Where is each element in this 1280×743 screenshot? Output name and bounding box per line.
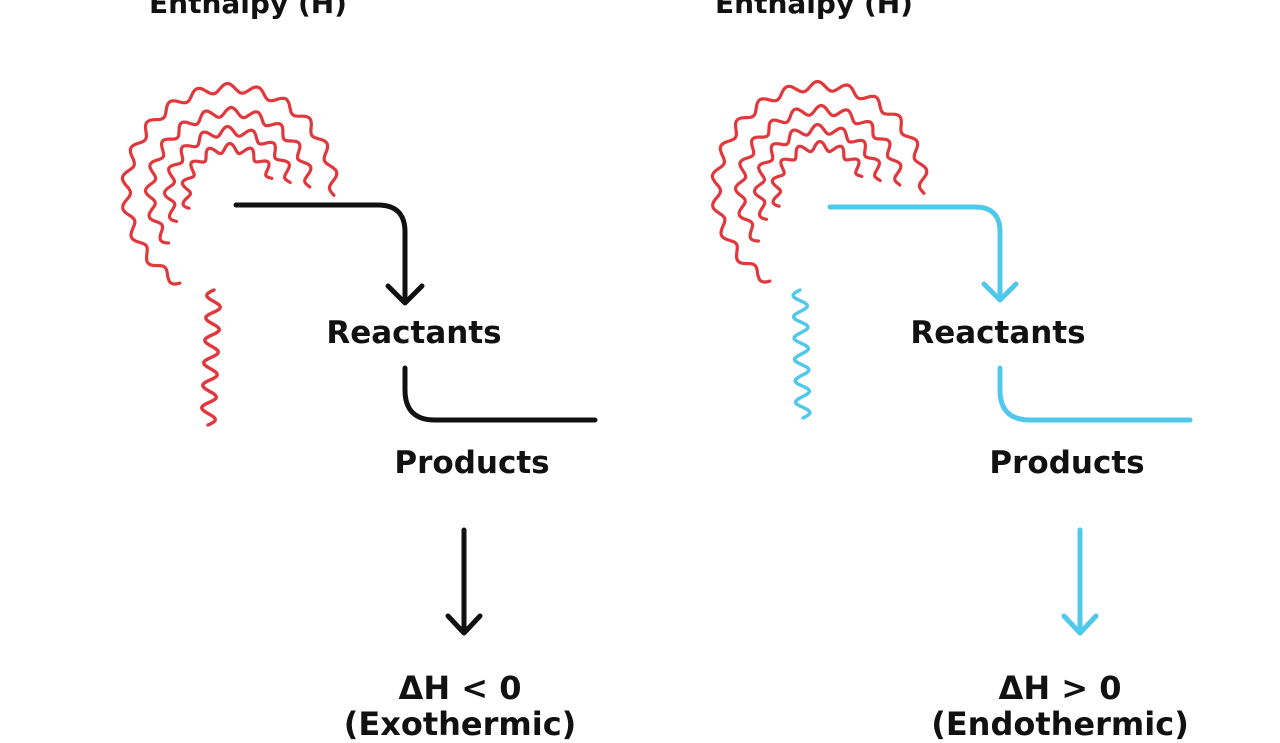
heat-wave-arc [162,125,292,223]
heat-wave-arc [710,80,929,284]
products-label: Products [394,445,550,481]
exothermic-diagram [120,82,598,636]
heat-wave-arc [770,139,864,208]
reactants-label: Reactants [910,315,1086,351]
heat-spiral-icon [710,80,929,284]
delta-arrowhead [445,613,483,636]
endothermic-diagram [710,80,1193,636]
reactant-arrow [827,204,1003,301]
endothermic-panel: Enthalpy (H) Reactants Products ΔH > 0 (… [640,0,1280,740]
reactant-arrow [233,202,408,303]
products-label: Products [989,445,1145,481]
reactant-arrowhead [385,283,425,306]
reactant-arrowhead [981,281,1019,303]
heat-wave-arc [752,123,882,221]
product-connector [402,365,598,423]
delta-h-label: ΔH < 0 [398,669,522,707]
delta-h-label: ΔH > 0 [998,669,1122,707]
heat-wave-tail [791,288,812,420]
heat-wave-arc [733,103,903,243]
heat-wave-arc [120,82,339,286]
heat-spiral-icon [120,82,339,286]
heat-wave-tail-icon [791,288,812,420]
reaction-type-caption: (Endothermic) [931,705,1189,743]
exothermic-panel: Enthalpy (H) Reactants Products ΔH < 0 (… [0,0,640,740]
reactants-label: Reactants [326,315,502,351]
enthalpy-axis-title: Enthalpy (H) [715,0,913,20]
heat-wave-arc [143,105,313,245]
product-connector [997,365,1193,423]
heat-wave-tail-icon [200,288,222,427]
reaction-type-caption: (Exothermic) [343,705,577,743]
heat-wave-tail [200,288,222,427]
delta-arrowhead [1061,613,1099,636]
heat-wave-arc [180,141,274,210]
enthalpy-axis-title: Enthalpy (H) [149,0,347,20]
